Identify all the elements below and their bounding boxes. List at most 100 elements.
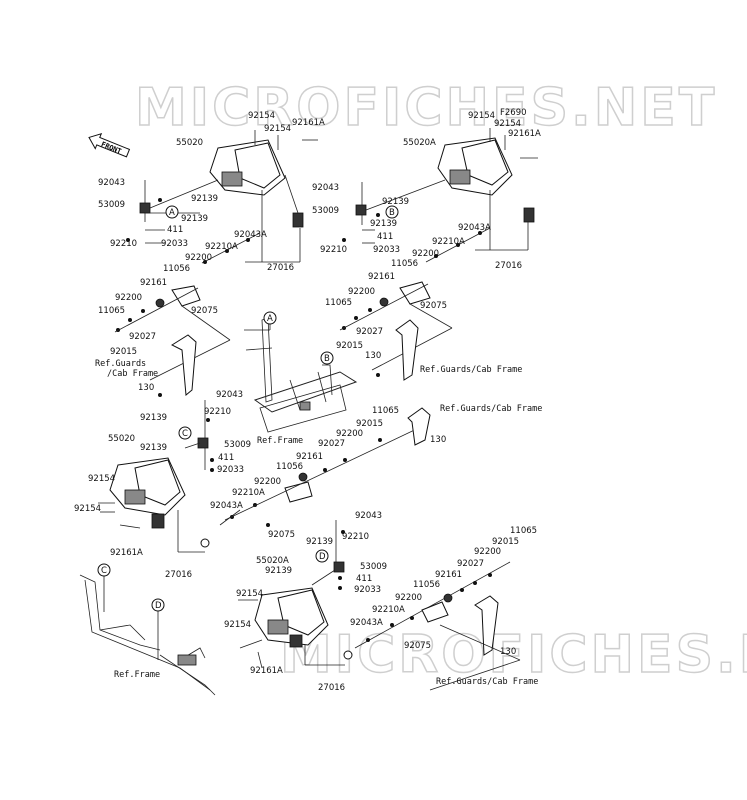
part-label: 92075: [268, 530, 295, 540]
part-label: 92200: [185, 253, 212, 263]
part-label: 53009: [312, 206, 339, 216]
watermark-bottom: MICROFICHES.NET: [280, 625, 747, 685]
part-label: 92154: [74, 504, 101, 514]
part-label: 55020A: [256, 556, 289, 566]
part-label: 92033: [161, 239, 188, 249]
part-label: 92139: [140, 413, 167, 423]
part-label: 92139: [191, 194, 218, 204]
part-label: 92139: [181, 214, 208, 224]
front-arrow-icon: FRONT: [88, 132, 131, 158]
part-label: 92200: [336, 429, 363, 439]
part-label: 92043A: [210, 501, 243, 511]
lamp-bracket: [267, 619, 289, 635]
watermark-top: MICROFICHES.NET: [135, 78, 717, 138]
part-label: 92161A: [250, 666, 283, 676]
part-label: 92043A: [234, 230, 267, 240]
part-label: 92139: [382, 197, 409, 207]
part-label: 92027: [356, 327, 383, 337]
clamp-nut: [333, 561, 345, 573]
part-label: 411: [218, 453, 234, 463]
part-label: 92075: [191, 306, 218, 316]
part-label: 92161A: [110, 548, 143, 558]
part-label: 92043A: [350, 618, 383, 628]
part-label: 92043: [216, 390, 243, 400]
part-label: 92075: [420, 301, 447, 311]
callout-C-frame: C: [97, 563, 111, 577]
guard-tube: [474, 595, 499, 656]
part-label: 55020: [176, 138, 203, 148]
part-label: 53009: [98, 200, 125, 210]
part-label: 92161A: [292, 118, 325, 128]
ref-guards-left-2: /Cab Frame: [107, 369, 158, 379]
part-label: 11056: [391, 259, 418, 269]
svg-text:A: A: [169, 208, 175, 218]
part-label: 11065: [325, 298, 352, 308]
ref-frame-bottom: Ref.Frame: [114, 670, 160, 680]
part-label: 53009: [224, 440, 251, 450]
part-label: 92033: [373, 245, 400, 255]
part-label: 411: [356, 574, 372, 584]
part-label: 27016: [267, 263, 294, 273]
part-label: 92043: [312, 183, 339, 193]
part-label: 92043: [355, 511, 382, 521]
part-label: 11056: [413, 580, 440, 590]
part-label: 92161: [140, 278, 167, 288]
part-label: 92015: [336, 341, 363, 351]
lamp-bracket: [221, 171, 243, 187]
bottom-right-assembly: [238, 520, 521, 691]
marker-lamp: [399, 281, 431, 305]
part-label: 92210: [204, 407, 231, 417]
part-label: 92015: [110, 347, 137, 357]
reflector-icon: [151, 513, 165, 529]
part-label: 92200: [254, 477, 281, 487]
callout-D-frame: D: [151, 598, 165, 612]
part-label: 92154: [264, 124, 291, 134]
guard-tube: [170, 334, 197, 396]
guard-tube: [395, 319, 419, 381]
part-label: 130: [430, 435, 446, 445]
callout-B-frame: B: [320, 351, 334, 365]
part-label: 92210: [342, 532, 369, 542]
part-label: 92139: [370, 219, 397, 229]
part-label: F2690: [500, 108, 527, 118]
part-label: 92139: [265, 566, 292, 576]
ref-guards-right-top: Ref.Guards/Cab Frame: [420, 365, 522, 375]
part-label: 53009: [360, 562, 387, 572]
part-label: 130: [365, 351, 381, 361]
part-label: 92210A: [232, 488, 265, 498]
part-label: 92154: [494, 119, 521, 129]
part-label: 92161: [296, 452, 323, 462]
ref-guards-mid: Ref.Guards/Cab Frame: [440, 404, 542, 414]
part-label: 92200: [395, 593, 422, 603]
part-label: 92200: [115, 293, 142, 303]
reflector-icon: [523, 207, 535, 223]
part-label: 92154: [236, 589, 263, 599]
part-label: 92154: [248, 111, 275, 121]
part-label: 130: [500, 647, 516, 657]
part-label: 92027: [129, 332, 156, 342]
part-label: 411: [377, 232, 393, 242]
part-label: 92161: [368, 272, 395, 282]
part-label: 92154: [224, 620, 251, 630]
clamp-nut: [355, 204, 367, 216]
part-label: 130: [138, 383, 154, 393]
reflector-icon: [292, 212, 304, 228]
svg-text:C: C: [101, 566, 107, 576]
part-label: 11056: [276, 462, 303, 472]
lamp-bracket: [124, 489, 146, 505]
part-label: 27016: [318, 683, 345, 693]
part-label: 92161A: [508, 129, 541, 139]
part-label: 92210: [110, 239, 137, 249]
callout-C-mid: C: [178, 426, 192, 440]
callout-A-frame: A: [263, 311, 277, 325]
part-label: 27016: [165, 570, 192, 580]
part-label: 92154: [88, 474, 115, 484]
reflector-icon: [289, 634, 303, 648]
svg-text:D: D: [319, 552, 326, 562]
part-label: 92027: [318, 439, 345, 449]
callout-B-top: B: [385, 205, 399, 219]
part-label: 92210A: [372, 605, 405, 615]
svg-text:B: B: [324, 354, 330, 364]
